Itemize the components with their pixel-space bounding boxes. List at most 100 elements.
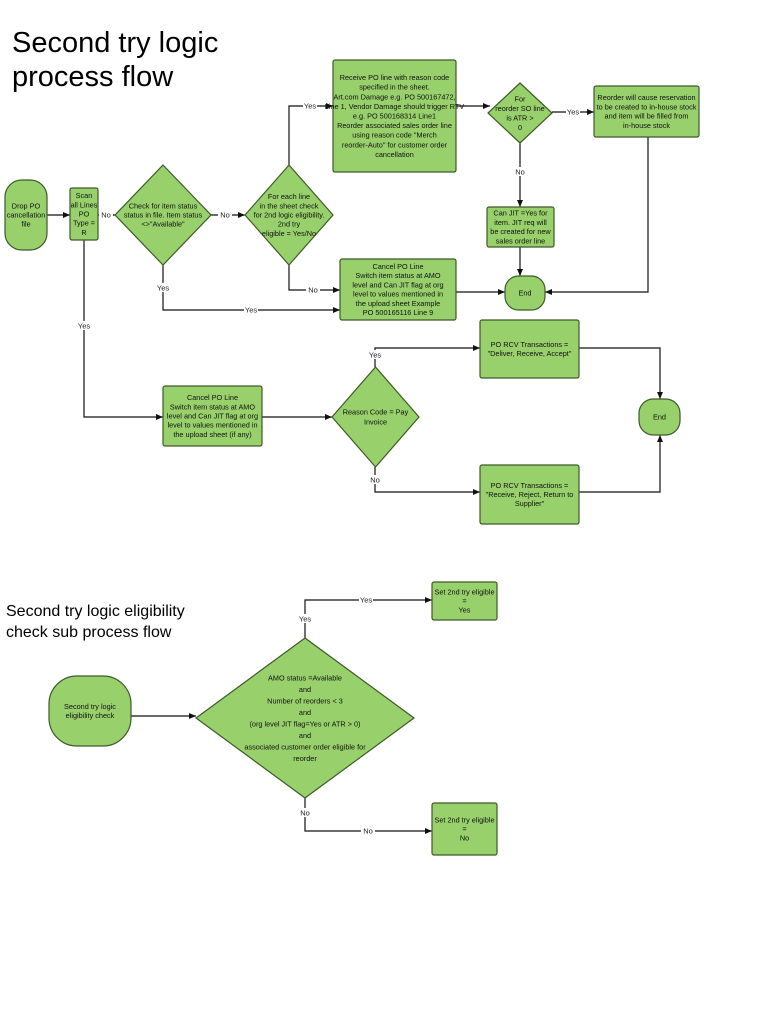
node-text-line: level and Can JIT flag at org: [167, 412, 258, 421]
node-text-line: Type =: [73, 219, 95, 228]
node-text-line: Number of reorders < 3: [267, 696, 343, 705]
node-text-line: Switch item status at AMO: [355, 271, 440, 280]
node-text-line: Can JIT =Yes for: [493, 209, 548, 218]
node-text-line: AMO status =Available: [268, 673, 342, 682]
edge-label-background: [77, 321, 91, 330]
node-text-line: R: [81, 228, 86, 237]
connector-sub-check-to-set-yes: [304, 597, 432, 638]
node-text-line: eligibility check: [66, 711, 115, 720]
edge-label-no: No: [300, 809, 310, 818]
node-text-line: reorder-Auto" for customer order: [342, 140, 448, 149]
edge-label-yes: Yes: [157, 284, 169, 293]
node-text-line: Drop PO: [12, 201, 41, 210]
node-rcv2: PO RCV Transactions ="Receive, Reject, R…: [479, 464, 580, 525]
node-receive: Receive PO line with reason codespecifie…: [325, 59, 465, 173]
edge-label-background: [218, 210, 232, 219]
node-text-line: Reorder associated sales order line: [337, 121, 452, 130]
node-text-line: PO: [79, 210, 90, 219]
node-text-line: Second try logic: [64, 702, 116, 711]
node-text-line: Receive PO line with reason code: [340, 73, 450, 82]
node-text-line: and: [299, 685, 311, 694]
edge-label-background: [566, 107, 580, 116]
subtitle-line-1: Second try logic eligibility: [6, 603, 185, 620]
connector-rcv2-to-end2: [579, 435, 663, 493]
title-line-2: process flow: [12, 61, 174, 93]
node-rcv1: PO RCV Transactions ="Deliver, Receive, …: [479, 319, 580, 379]
node-text-line: =: [462, 825, 466, 834]
node-text-line: Cancel PO Line: [372, 262, 423, 271]
decision-shape: [244, 164, 334, 266]
connector-reason-to-rcv2: [374, 467, 480, 495]
edge-label-background: [306, 285, 320, 294]
node-text-line: Cancel PO Line: [187, 393, 238, 402]
node-text-line: <>"Available": [141, 220, 185, 229]
node-text-line: No: [460, 834, 469, 843]
node-text-line: Set 2nd try eligible: [434, 587, 494, 596]
edge-label-yes: Yes: [299, 615, 311, 624]
edge-label-no: No: [101, 211, 111, 220]
edge-label-background: [303, 101, 317, 110]
edge-label-background: [359, 595, 373, 604]
node-text-line: level to values mentioned in: [353, 290, 443, 299]
node-text-line: Switch item status at AMO: [170, 402, 255, 411]
node-text-line: cancellation: [7, 211, 46, 220]
node-text-line: =: [462, 597, 466, 606]
node-text-line: file: [21, 220, 30, 229]
node-end1: End: [504, 275, 546, 311]
node-text-line: Reason Code = Pay: [343, 408, 409, 417]
edge-label-background: [99, 210, 113, 219]
connector-scan-to-cancel2: [83, 240, 163, 420]
edge-label-yes: Yes: [369, 351, 381, 360]
node-text-line: using reason code "Merch: [352, 131, 437, 140]
edge-label-no: No: [363, 827, 373, 836]
node-end2: End: [638, 398, 681, 436]
decision-shape: [331, 366, 420, 468]
edge-label-background: [513, 167, 527, 176]
process-shape: [162, 385, 263, 447]
process-shape: [339, 258, 457, 321]
node-set-no: Set 2nd try eligible=No: [431, 802, 498, 856]
edge-label-background: [368, 350, 382, 359]
node-text-line: Line 1, Vendor Damage should trigger RTV: [325, 102, 465, 111]
title-line-1: Second try logic: [12, 27, 219, 59]
node-text-line: 0: [518, 123, 522, 132]
node-text-line: in the sheet check: [260, 201, 319, 210]
node-text-line: "Deliver, Receive, Accept": [488, 349, 572, 358]
edge-label-background: [298, 614, 312, 623]
terminal-shape: [48, 675, 132, 747]
connector-check-status-to-cancel1: [162, 265, 340, 313]
terminal-shape: [638, 398, 681, 436]
node-text-line: Invoice: [364, 418, 387, 427]
node-text-line: for 2nd logic eligibility.: [254, 211, 325, 220]
node-text-line: PO 500165116 Line 9: [363, 308, 433, 317]
connector-rcv1-to-end2: [579, 347, 663, 399]
edge-label-yes: Yes: [245, 306, 257, 315]
node-text-line: level and Can JIT flag at org: [352, 280, 443, 289]
node-text-line: the upload sheet (if any): [173, 430, 251, 439]
process-shape: [431, 802, 498, 856]
edge-label-yes: Yes: [304, 102, 316, 111]
edge-label-yes: Yes: [360, 596, 372, 605]
process-shape: [486, 206, 555, 248]
node-text-line: in-house stock: [623, 121, 670, 130]
edge-label-background: [368, 475, 382, 484]
decision-shape: [487, 82, 553, 144]
terminal-shape: [4, 179, 48, 251]
node-text-line: cancellation: [375, 150, 414, 159]
node-text-line: reorder SO line: [495, 104, 544, 113]
node-text-line: to be created to in-house stock: [597, 102, 697, 111]
connector-reason-to-rcv1: [374, 345, 480, 367]
sub-process-title: Second try logic eligibility check sub p…: [6, 601, 185, 643]
node-text-line: specified in the sheet.: [359, 83, 430, 92]
node-text-line: Art.com Damage e.g. PO 500167472,: [333, 92, 455, 101]
